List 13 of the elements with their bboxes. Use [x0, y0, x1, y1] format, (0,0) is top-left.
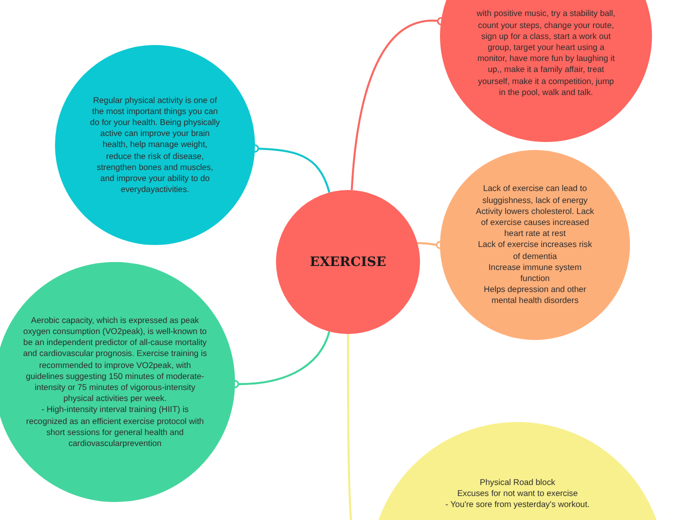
topic-text: Regular physical activity is one of the most important things you can do for your health. Being physically active can improve your brain health, help manage weight, reduce the risk of disease, strengthen bones and muscles, and improve your ability to do everydayactivities.: [89, 94, 221, 196]
topic-text: Physical Road block: [480, 477, 556, 488]
topic-title: EXERCISE: [310, 254, 386, 270]
topic-text: Excuses for not want to exercise: [457, 488, 578, 500]
topic-text: - You're sore from yesterday's workout.: [445, 499, 590, 511]
topic-text: Increase immune system function: [487, 262, 583, 284]
topic-text: Lack of exercise increases risk of dementia: [476, 239, 594, 262]
topic-text: - High-intensity interval training (HIIT) is recognized as an efficient exercise protocol with short sessions for general health and cardiovascularprevention: [25, 404, 205, 450]
topic-text: Lack of exercise can lead to sluggishness, lack of energy: [481, 183, 589, 206]
topic-text: Aerobic capacity, which is expressed as peak oxygen consumption (VO2peak), is well-known to be an independent predictor of all-cause mortality and cardiovascular prognosis. Exercise training is recommended to improve VO2peak, with guidelines suggesting 150 minutes of moderate-intensity or 75 minutes of vigorous-intensity physical activities per week.: [22, 314, 208, 404]
topic-text: with positive music, try a stability ball, count your steps, change your route, sign up for a class, start a work out group, target your heart using a monitor, have more fun by laughing it up,, make it a family affair, treat yourself, make it a competition, jump in the pool, walk and talk.: [476, 8, 616, 98]
topic-text: Activity lowers cholesterol. Lack of exercise causes increased heart rate at rest: [474, 206, 596, 240]
topic-text: Helps depression and other mental health disorders: [482, 284, 588, 307]
